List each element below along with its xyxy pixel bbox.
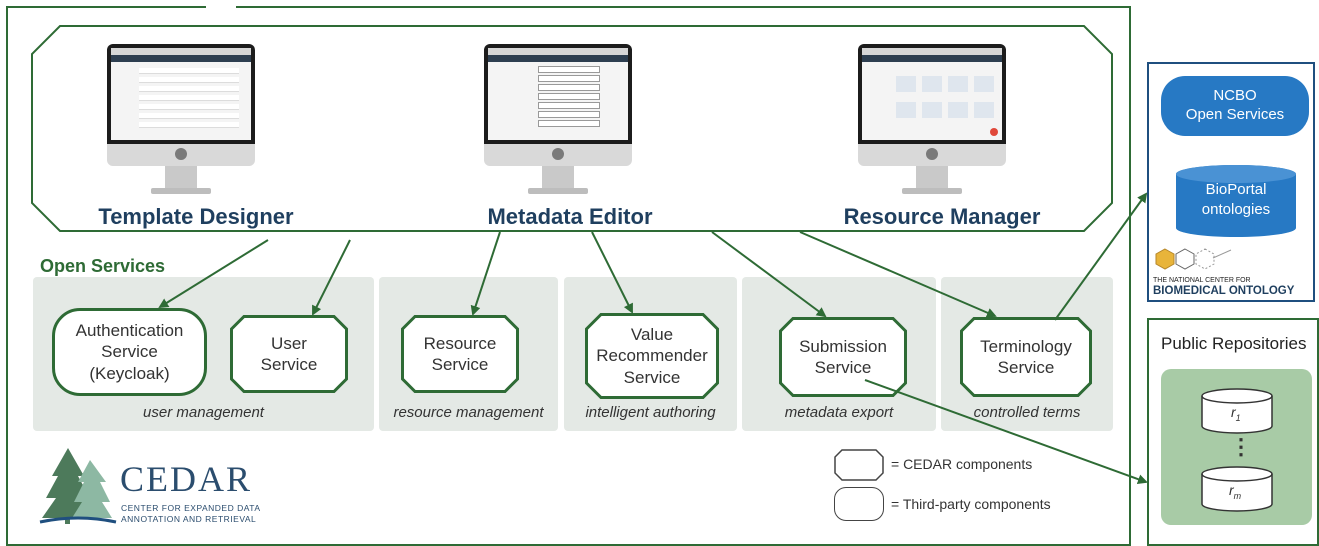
resource-service-label: Resource Service: [423, 333, 497, 374]
cedar-logo-subtitle-1: CENTER FOR EXPANDED DATA: [121, 503, 261, 513]
submission-service-shape: [779, 317, 907, 397]
controlled-terms-caption: controlled terms: [973, 404, 1081, 421]
metadata-editor-title: Metadata Editor: [487, 204, 653, 229]
public-repositories-title: Public Repositories: [1161, 334, 1307, 353]
ncbo-open-services: NCBO Open Services: [1161, 76, 1309, 136]
ncbo-logo-icon: [1155, 248, 1232, 270]
apple-logo-icon: [926, 148, 938, 160]
cedar-system-frame: [6, 6, 1131, 546]
resource-management-caption: resource management: [393, 404, 544, 421]
submission-service-label: Submission Service: [799, 336, 887, 377]
ncbo-logo-line1: THE NATIONAL CENTER FOR: [1153, 277, 1251, 284]
legend-third-party-label: = Third-party components: [891, 496, 1051, 512]
frame-top-border-left: [6, 6, 206, 8]
arrow-to-value-recommender: [591, 231, 633, 314]
repo-r1-cylinder: [1201, 388, 1273, 434]
metadata-editor-monitor: [484, 44, 632, 196]
terminology-service-shape: [960, 317, 1092, 397]
repo-r1-label: r1: [1231, 404, 1241, 423]
value-recommender-service-label: Value Recommender Service: [596, 325, 708, 387]
frame-top-border-right: [236, 6, 1131, 8]
authentication-service: Authentication Service (Keycloak): [52, 308, 207, 396]
arrow-to-resource-service: [470, 231, 501, 316]
ncbo-logo-line2: BIOMEDICAL ONTOLOGY: [1153, 285, 1295, 297]
apple-logo-icon: [552, 148, 564, 160]
resource-service-shape: [401, 315, 519, 393]
arrow-to-user-service: [312, 239, 351, 316]
template-designer-title: Template Designer: [98, 204, 294, 229]
cedar-logo-subtitle-2: ANNOTATION AND RETRIEVAL: [121, 514, 257, 524]
arrow-to-authentication: [158, 239, 269, 309]
cedar-logo-name: CEDAR: [120, 459, 253, 499]
legend-cedar-label: = CEDAR components: [891, 456, 1033, 472]
resource-manager-title: Resource Manager: [843, 204, 1041, 229]
terminology-service-label: Terminology Service: [980, 336, 1072, 377]
repo-rm-cylinder: [1201, 466, 1273, 512]
value-recommender-service-shape: [585, 313, 719, 399]
arrow-to-ncbo: [1054, 192, 1148, 321]
intelligent-authoring-caption: intelligent authoring: [585, 404, 716, 421]
cedar-trees-logo: [39, 448, 117, 524]
user-management-caption: user management: [143, 404, 264, 421]
legend-cedar-shape: [834, 449, 884, 481]
user-service-label: User Service: [260, 333, 318, 374]
open-services-title: Open Services: [40, 256, 166, 276]
repo-ellipsis: ⋮: [1230, 434, 1252, 459]
arrow-to-terminology-service: [799, 231, 997, 318]
repo-rm-label: rm: [1229, 482, 1242, 501]
arrow-to-submission-service: [711, 231, 827, 318]
arrow-to-public-repositories: [864, 379, 1148, 484]
bioportal-label: BioPortal ontologies: [1201, 181, 1271, 218]
resource-manager-monitor: [858, 44, 1006, 196]
legend-third-party-shape: [834, 487, 884, 521]
apple-logo-icon: [175, 148, 187, 160]
user-service-shape: [230, 315, 348, 393]
template-designer-monitor: [107, 44, 255, 196]
bioportal-cylinder-shape: [1176, 165, 1296, 237]
metadata-export-caption: metadata export: [784, 404, 894, 421]
